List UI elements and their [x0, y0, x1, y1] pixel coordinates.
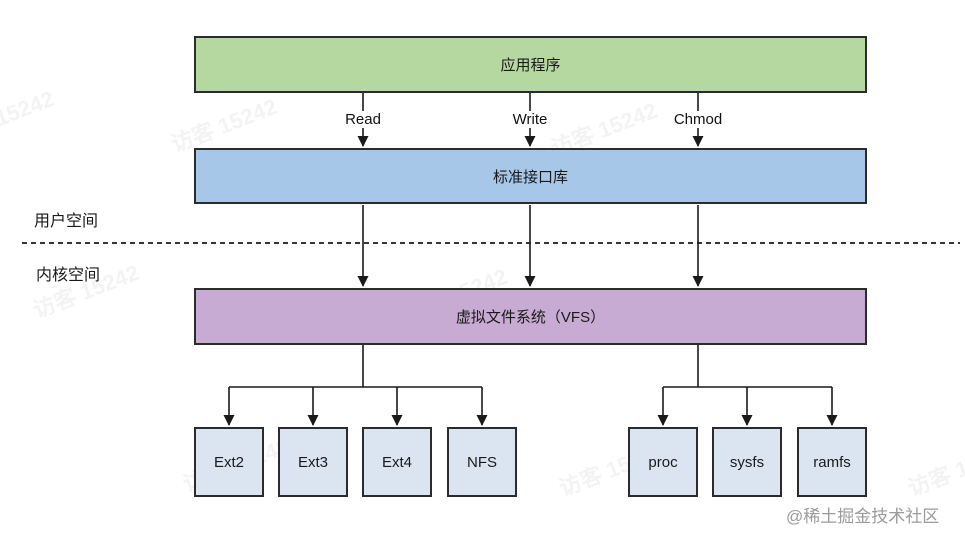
ramfs-label: ramfs — [813, 453, 851, 471]
proc-label: proc — [648, 453, 678, 471]
kernel-space-label: 内核空间 — [36, 267, 101, 284]
filesystem-box-proc: proc — [628, 427, 698, 497]
ext2-label: Ext2 — [213, 453, 244, 471]
user-space-label: 用户空间 — [34, 213, 99, 230]
filesystem-box-ext4: Ext4 — [362, 427, 432, 497]
sysfs-label: sysfs — [729, 453, 765, 471]
filesystem-box-ext2: Ext2 — [194, 427, 264, 497]
filesystem-box-ext3: Ext3 — [278, 427, 348, 497]
filesystem-box-nfs: NFS — [447, 427, 517, 497]
standard-library-label: 标准接口库 — [492, 168, 568, 186]
read-arrow-label: Read — [341, 111, 385, 128]
ext3-label: Ext3 — [297, 453, 328, 471]
application-box: 应用程序 — [194, 36, 867, 93]
vfs-label: 虚拟文件系统（VFS） — [455, 309, 606, 326]
filesystem-box-ramfs: ramfs — [797, 427, 867, 497]
standard-library-box: 标准接口库 — [194, 148, 867, 204]
chmod-arrow-label: Chmod — [669, 111, 727, 128]
filesystem-box-sysfs: sysfs — [712, 427, 782, 497]
vfs-box: 虚拟文件系统（VFS） — [194, 288, 867, 345]
application-label: 应用程序 — [500, 57, 561, 74]
ext4-label: Ext4 — [381, 453, 412, 471]
community-credit-watermark: @稀土掘金技术社区 — [786, 507, 940, 526]
nfs-label: NFS — [467, 453, 497, 471]
write-arrow-label: Write — [508, 111, 552, 128]
